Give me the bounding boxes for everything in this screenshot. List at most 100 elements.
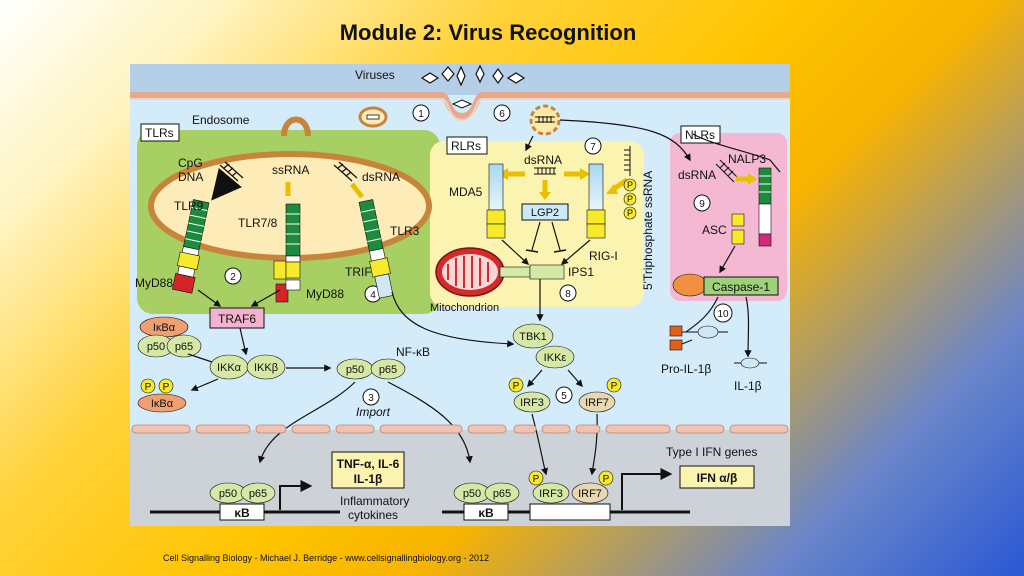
tlr9-label: TLR9	[174, 199, 204, 213]
slide-title: Module 2: Virus Recognition	[339, 20, 637, 45]
kb-label-left: κB	[234, 506, 250, 520]
virus-icon	[475, 64, 485, 84]
myd88-right-label: MyD88	[306, 287, 344, 301]
kb-element-left	[219, 503, 265, 521]
triphosphate-rna-glyph	[624, 146, 631, 176]
irf7-protein	[578, 391, 616, 413]
phospho-label: P	[627, 180, 633, 190]
nlrs-label: NLRs	[685, 128, 715, 142]
kb-label-right: κB	[478, 506, 494, 520]
il1b-protein	[734, 357, 767, 369]
ikke-label: IKKε	[544, 352, 567, 364]
pro-il1b-label: Pro-IL-1β	[661, 362, 711, 376]
phospho-label: P	[603, 474, 610, 485]
step-number: 5	[561, 391, 567, 402]
lgp2-box	[521, 203, 569, 221]
cpg-label: CpG	[178, 156, 203, 170]
il1b-label: IL-1β	[734, 379, 762, 393]
tbk1-label: TBK1	[519, 331, 547, 343]
dsrna-rlr-label: dsRNA	[524, 153, 562, 167]
irf3-protein	[513, 391, 551, 413]
nuc-p65-right-label: p65	[493, 488, 511, 500]
nfkb-label: NF-κB	[396, 345, 430, 359]
cytokines-label-line1: Inflammatory	[340, 494, 409, 508]
dsrna-nlr-label: dsRNA	[678, 168, 716, 182]
ips1-anchor	[499, 266, 531, 278]
triphosphate-label: 5'Triphosphate ssRNA	[641, 171, 655, 290]
cytokines-box-line2: IL-1β	[354, 472, 383, 486]
step-number: 4	[370, 290, 376, 301]
phospho-label: P	[145, 382, 152, 393]
cytokines-label-line2: cytokines	[348, 508, 398, 522]
virus-recognition-diagram: Viruses TLRs Endosome RLRs NLRs 1 2 3 4 …	[130, 64, 790, 526]
caspase-pro-domain	[672, 273, 708, 297]
nuc-p65-left	[240, 482, 276, 504]
kb-element-right	[463, 503, 509, 521]
ifn-box-label: IFN α/β	[697, 471, 738, 485]
nlr-dsrna-glyph	[715, 159, 739, 183]
asc-protein	[731, 213, 745, 227]
ikba-phospho-protein	[137, 393, 187, 413]
phospho-label: P	[611, 381, 618, 392]
trif-label: TRIF	[345, 265, 372, 279]
tlr78-label: TLR7/8	[238, 216, 278, 230]
ifn-promoter	[529, 503, 611, 521]
cytokines-box	[331, 451, 405, 489]
ssrna-label: ssRNA	[272, 163, 309, 177]
nuc-irf7-label: IRF7	[578, 488, 602, 500]
nalp3-label: NALP3	[728, 152, 766, 166]
virus-icon	[492, 67, 504, 85]
tlr9-receptor	[171, 199, 210, 294]
pro-il1b-protein	[669, 325, 728, 351]
caspase1-label: Caspase-1	[712, 280, 770, 294]
nuc-irf3-label: IRF3	[539, 488, 563, 500]
mda5-receptor	[486, 163, 506, 239]
traf6-label: TRAF6	[218, 312, 256, 326]
nuc-p50-right-label: p50	[463, 488, 481, 500]
nalp3-receptor	[758, 167, 772, 247]
dsrna-glyph	[534, 167, 556, 175]
ifn-genes-label: Type I IFN genes	[666, 445, 757, 459]
virus-icon	[420, 72, 440, 84]
myd88-left-label: MyD88	[135, 276, 173, 290]
cytokines-box-line1: TNF-α, IL-6	[337, 457, 400, 471]
traf6-box	[209, 307, 265, 329]
ikkb-protein	[246, 354, 286, 380]
ikke-protein	[535, 345, 575, 369]
tlrs-label: TLRs	[145, 126, 174, 140]
virus-fusion-icon	[451, 99, 473, 109]
nuc-p65-left-label: p65	[249, 488, 267, 500]
phospho-label: P	[513, 381, 520, 392]
tlr3-label: TLR3	[390, 224, 420, 238]
nuc-irf7	[571, 482, 609, 504]
ikkb-label: IKKβ	[254, 362, 278, 374]
rigi-receptor	[586, 163, 606, 239]
phospho-label: P	[533, 474, 540, 485]
step-number: 6	[499, 109, 505, 120]
ifn-box	[679, 465, 755, 489]
virus-icon	[441, 66, 455, 82]
virus-icon	[506, 72, 526, 84]
plasma-membrane	[130, 92, 790, 120]
step-number: 7	[590, 142, 596, 153]
step-number: 9	[699, 199, 705, 210]
p50-label: p50	[147, 341, 165, 353]
virus-icon	[456, 65, 466, 87]
rigi-label: RIG-I	[589, 249, 618, 263]
nfkb-p65-protein	[370, 358, 406, 380]
endosome-label: Endosome	[192, 113, 250, 127]
nfkb-p65-label: p65	[379, 364, 397, 376]
irf7-label: IRF7	[585, 397, 609, 409]
irf3-label: IRF3	[520, 397, 544, 409]
step-number: 3	[368, 393, 374, 404]
phospho-label: P	[163, 382, 170, 393]
tlr78-receptor	[273, 203, 301, 303]
tlr3-receptor	[358, 199, 394, 299]
caspase1-box	[703, 276, 779, 296]
rlrs-label: RLRs	[451, 139, 481, 153]
ips1-label: IPS1	[568, 265, 594, 279]
ikba-label: IκBα	[153, 322, 176, 334]
dsrna-tlr3-label: dsRNA	[362, 170, 400, 184]
step-number: 8	[565, 289, 571, 300]
step-number: 10	[717, 309, 729, 320]
